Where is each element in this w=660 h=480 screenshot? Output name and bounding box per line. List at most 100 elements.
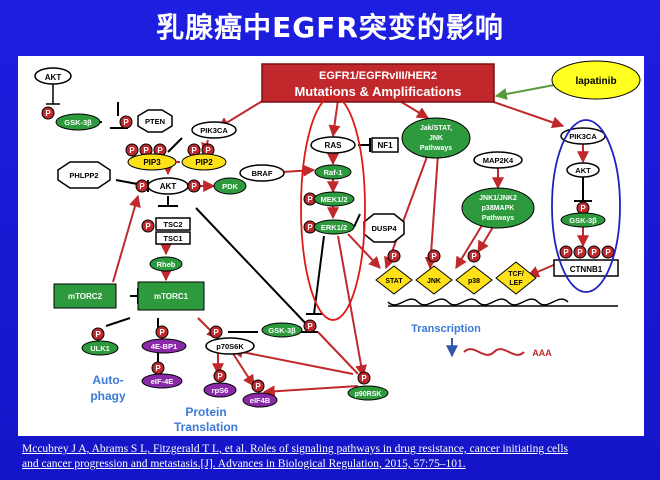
svg-text:P: P bbox=[307, 195, 313, 204]
mek12-node: MEK1/2 bbox=[313, 191, 355, 207]
p90rsk-node: p90RSK bbox=[347, 385, 389, 401]
svg-text:PHLPP2: PHLPP2 bbox=[69, 171, 98, 180]
phospho-marker: P bbox=[213, 369, 227, 383]
phospho-marker: P bbox=[141, 219, 155, 233]
svg-text:P: P bbox=[143, 146, 149, 155]
svg-text:P: P bbox=[591, 248, 597, 257]
svg-text:P: P bbox=[217, 372, 223, 381]
stat-node: STAT bbox=[375, 265, 413, 295]
phospho-marker: P bbox=[467, 249, 481, 263]
phospho-marker: P bbox=[587, 245, 601, 259]
svg-text:PTEN: PTEN bbox=[145, 117, 165, 126]
4ebp1-node: 4E-BP1 bbox=[141, 338, 187, 354]
svg-text:PIK3CA: PIK3CA bbox=[569, 132, 597, 141]
phospho-marker: P bbox=[135, 179, 149, 193]
pathway-diagram: EGFR1/EGFRvIII/HER2 Mutations & Amplific… bbox=[34, 60, 641, 434]
rheb-node: Rheb bbox=[149, 256, 183, 272]
svg-text:P: P bbox=[45, 109, 51, 118]
tsc1-node: TSC1 bbox=[155, 231, 191, 245]
svg-text:JNK: JNK bbox=[429, 135, 443, 142]
svg-text:AKT: AKT bbox=[45, 73, 62, 82]
citation[interactable]: Mccubrey J A, Abrams S L, Fitzgerald T L… bbox=[22, 442, 642, 472]
mapk-highlight-ring bbox=[300, 95, 366, 321]
ulk1-node: ULK1 bbox=[81, 340, 119, 356]
ctnnb1-node: CTNNB1 bbox=[553, 259, 619, 277]
phospho-marker: P bbox=[303, 220, 317, 234]
svg-text:P: P bbox=[307, 322, 313, 331]
aaa-label: AAA bbox=[532, 348, 552, 358]
phospho-marker: P bbox=[201, 143, 215, 157]
phospho-marker: P bbox=[601, 245, 615, 259]
svg-text:mTORC2: mTORC2 bbox=[68, 292, 103, 301]
mtorc1-node: mTORC1 bbox=[137, 281, 205, 311]
svg-text:4E-BP1: 4E-BP1 bbox=[151, 342, 177, 351]
braf-node: BRAF bbox=[239, 164, 285, 182]
svg-text:GSK-3β: GSK-3β bbox=[569, 216, 597, 225]
svg-text:P: P bbox=[145, 222, 151, 231]
svg-text:ERK1/2: ERK1/2 bbox=[321, 223, 347, 232]
pathway-diagram-panel: EGFR1/EGFRvIII/HER2 Mutations & Amplific… bbox=[18, 56, 644, 436]
svg-text:PIP3: PIP3 bbox=[143, 158, 161, 167]
svg-text:ULK1: ULK1 bbox=[90, 344, 110, 353]
gsk3b-left-node: GSK-3β bbox=[55, 113, 101, 131]
citation-line-1: Mccubrey J A, Abrams S L, Fitzgerald T L… bbox=[22, 443, 569, 455]
phospho-marker: P bbox=[125, 143, 139, 157]
rps6-node: rpS6 bbox=[203, 382, 237, 398]
svg-text:P: P bbox=[605, 248, 611, 257]
svg-text:P: P bbox=[191, 146, 197, 155]
phospho-marker: P bbox=[387, 249, 401, 263]
protein-translation-label-1: Protein bbox=[185, 405, 226, 419]
svg-text:JNK: JNK bbox=[427, 278, 441, 285]
phospho-marker: P bbox=[41, 106, 55, 120]
svg-text:Pathways: Pathways bbox=[420, 145, 452, 152]
svg-text:PIP2: PIP2 bbox=[195, 158, 213, 167]
svg-text:DUSP4: DUSP4 bbox=[371, 224, 397, 233]
svg-text:mTORC1: mTORC1 bbox=[154, 292, 189, 301]
svg-text:p70S6K: p70S6K bbox=[216, 342, 244, 351]
akt-highlight-ring bbox=[551, 119, 621, 293]
phlpp2-node: PHLPP2 bbox=[57, 161, 111, 189]
svg-text:P: P bbox=[139, 182, 145, 191]
akt-right-node: AKT bbox=[566, 162, 600, 178]
svg-text:p38MAPK: p38MAPK bbox=[482, 205, 515, 212]
svg-text:p90RSK: p90RSK bbox=[355, 391, 382, 398]
raf1-node: Raf-1 bbox=[314, 164, 352, 180]
citation-line-2: and cancer progression and metastasis.[J… bbox=[22, 458, 466, 470]
phospho-marker: P bbox=[303, 319, 317, 333]
pik3ca-left-node: PIK3CA bbox=[191, 121, 237, 139]
transcription-label: Transcription bbox=[411, 323, 481, 335]
eif4e-node: eIF-4E bbox=[141, 373, 183, 389]
tsc2-node: TSC2 bbox=[155, 217, 191, 231]
svg-text:P: P bbox=[431, 252, 437, 261]
pip2-node: PIP2 bbox=[181, 153, 227, 171]
svg-text:p38: p38 bbox=[468, 278, 480, 285]
autophagy-label-2: phagy bbox=[90, 389, 126, 403]
svg-text:P: P bbox=[123, 118, 129, 127]
ras-node: RAS bbox=[310, 136, 356, 154]
pik3ca-right-node: PIK3CA bbox=[560, 127, 606, 145]
ras-mapk-branch: RAS NF1 BRAF Raf-1 P MEK1/2 DUSP4 P ERK1… bbox=[239, 95, 405, 401]
svg-text:AKT: AKT bbox=[160, 182, 177, 191]
phospho-marker: P bbox=[209, 325, 223, 339]
phospho-marker: P bbox=[573, 245, 587, 259]
slide-title: 乳腺癌中EGFR突变的影响 bbox=[156, 11, 504, 44]
svg-text:P: P bbox=[361, 374, 367, 383]
drug-label: lapatinib bbox=[575, 76, 616, 87]
svg-text:PIK3CA: PIK3CA bbox=[200, 126, 228, 135]
svg-text:LEF: LEF bbox=[509, 280, 523, 287]
svg-text:P: P bbox=[307, 223, 313, 232]
jnk-pathways-node: JNK1/JNK2 p38MAPK Pathways bbox=[461, 187, 535, 229]
svg-text:P: P bbox=[157, 146, 163, 155]
svg-text:P: P bbox=[471, 252, 477, 261]
svg-text:CTNNB1: CTNNB1 bbox=[570, 265, 603, 274]
map2k4-node: MAP2K4 bbox=[473, 151, 523, 169]
svg-text:P: P bbox=[391, 252, 397, 261]
svg-text:RAS: RAS bbox=[325, 141, 343, 150]
phospho-marker: P bbox=[427, 249, 441, 263]
phospho-marker: P bbox=[151, 361, 165, 375]
svg-text:P: P bbox=[155, 364, 161, 373]
svg-text:MEK1/2: MEK1/2 bbox=[320, 195, 347, 204]
svg-text:GSK-3β: GSK-3β bbox=[268, 326, 296, 335]
autophagy-label-1: Auto- bbox=[92, 373, 123, 387]
svg-text:eIF4B: eIF4B bbox=[250, 396, 271, 405]
